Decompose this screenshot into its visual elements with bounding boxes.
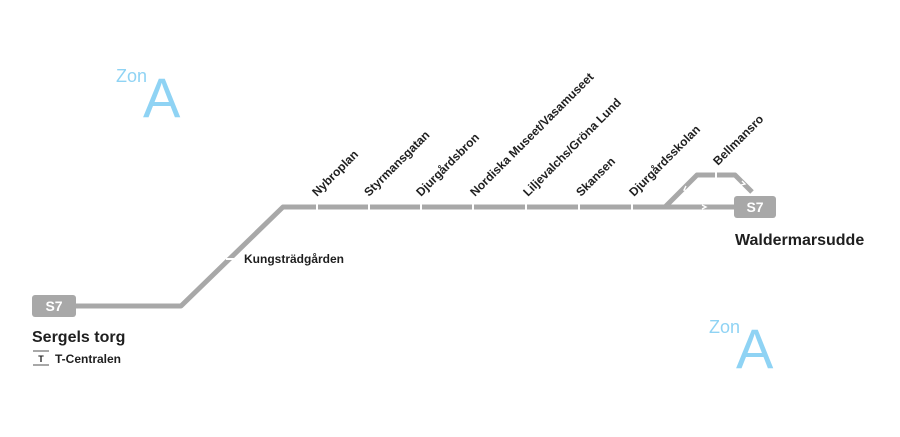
transfer-label-t-centralen: T-Centralen (55, 352, 121, 366)
line-badge-label: S7 (45, 298, 62, 314)
terminal-name-waldermarsudde: Waldermarsudde (735, 232, 864, 249)
line-badge-label: S7 (746, 199, 763, 215)
direction-arrow-icon (682, 185, 689, 192)
station-label-skansen: Skansen (573, 154, 618, 199)
station-label-djurgardsskolan: Djurgårdsskolan (626, 122, 703, 199)
station-label-nybroplan: Nybroplan (309, 147, 361, 199)
zone-marker-top: Zon A (116, 66, 181, 129)
zone-word: Zon (709, 317, 740, 337)
metro-transfer: T T-Centralen (33, 350, 121, 366)
metro-t-icon: T (38, 354, 44, 364)
zone-letter: A (143, 66, 181, 129)
direction-arrow-icon (740, 180, 747, 186)
station-label-kungstradgarden: Kungsträdgården (244, 252, 344, 266)
terminal-end: S7 Waldermarsudde (734, 196, 864, 249)
direction-arrow-icon (701, 204, 708, 210)
route-line (74, 204, 736, 309)
zone-marker-bottom: Zon A (709, 317, 774, 380)
station-label-liljevalchs: Liljevalchs/Gröna Lund (520, 95, 624, 199)
line-badge (32, 295, 76, 317)
zone-word: Zon (116, 66, 147, 86)
station-label-bellmansro: Bellmansro (710, 112, 766, 168)
line-badge (734, 196, 776, 218)
zone-letter: A (736, 317, 774, 380)
terminal-start: S7 Sergels torg T T-Centralen (32, 295, 125, 366)
terminal-name-sergels-torg: Sergels torg (32, 329, 125, 346)
